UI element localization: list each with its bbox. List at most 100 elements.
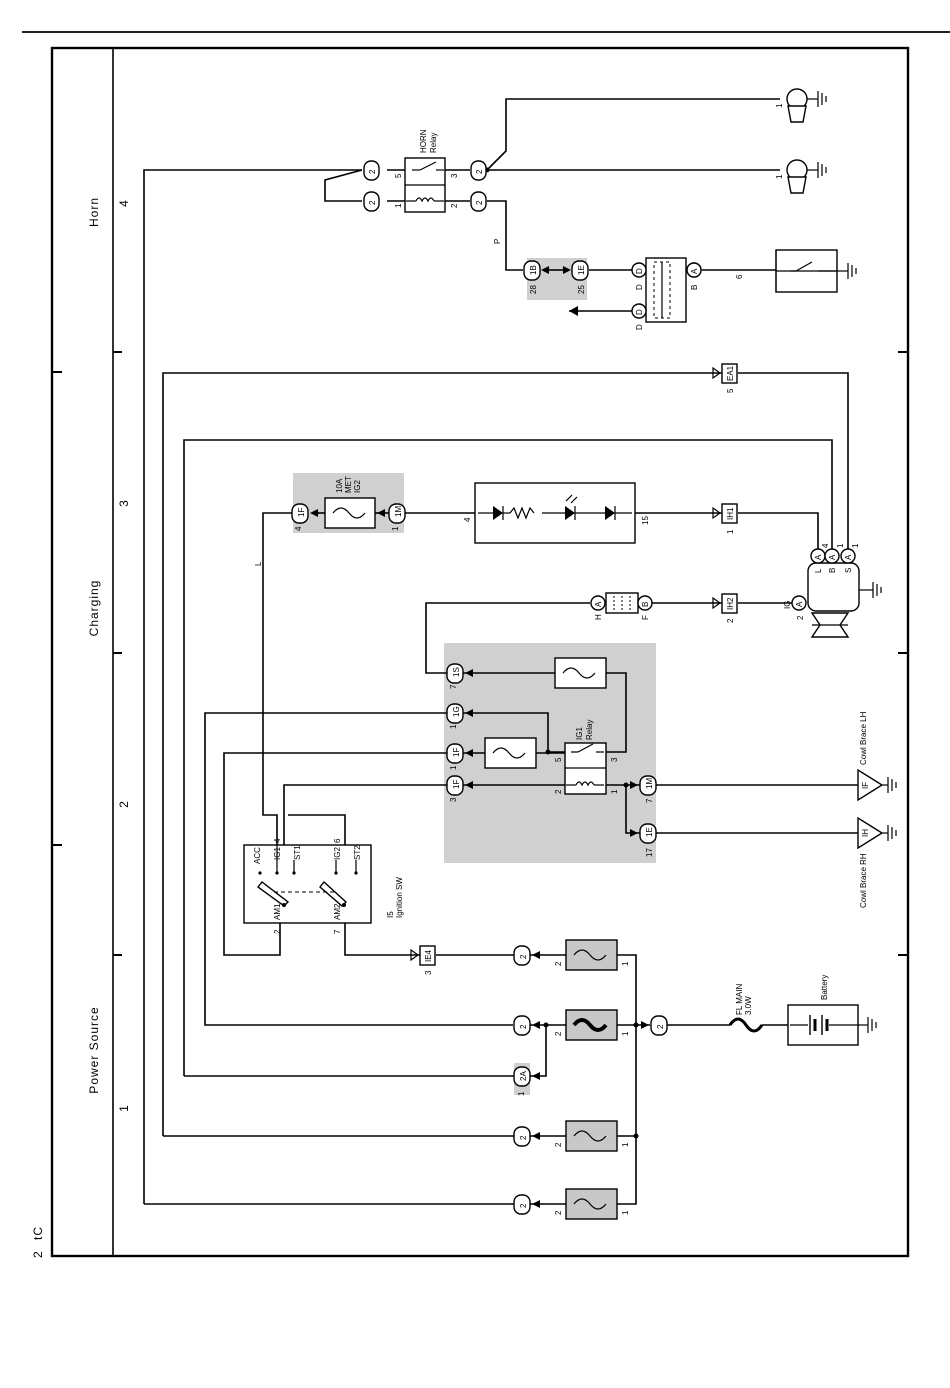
ih2-pin: 2	[726, 618, 735, 623]
conn-ie4: IE4 3	[410, 945, 436, 975]
fl-main-and-battery: 2 FL MAIN 3.0W Battery	[641, 975, 877, 1046]
fl-conn: 2	[656, 1024, 665, 1029]
alt-conn-b: A	[828, 554, 837, 560]
conn-1g: 1G	[452, 706, 461, 717]
conn-1f-a: 1F	[452, 748, 461, 757]
alt-pin1a: 1	[836, 543, 845, 548]
pin-28: 28	[529, 285, 538, 294]
fuse-row-2a: 2A 1	[513, 1066, 540, 1096]
horn-hi-pin: 1	[775, 103, 784, 108]
fuse-row-4: 2 2 1	[513, 1188, 630, 1220]
conn-ih1-label: IH1	[726, 507, 735, 520]
conn-d1: D	[635, 268, 644, 274]
sw-pin2: 2	[273, 929, 282, 934]
fuse3-conn: 2	[519, 1135, 528, 1140]
fuse1-conn: 2	[519, 954, 528, 959]
fuse1-pin1: 1	[621, 961, 630, 966]
sw-ig2: IG2	[333, 847, 342, 860]
ea1-pin: 5	[726, 388, 735, 393]
ground-cowl-lh: IF Cowl Brace LH	[857, 711, 897, 802]
horn-relay-pin1: 1	[394, 203, 403, 208]
ignition-sw-name: Ignition SW	[395, 877, 404, 918]
fuse1-pin2: 2	[554, 961, 563, 966]
cowl-lh-code: IF	[861, 782, 870, 789]
conn-ih2-label: IH2	[726, 597, 735, 610]
horn-lo-icon: 1	[775, 159, 827, 194]
ih1-pin: 1	[726, 529, 735, 534]
alt-term-s: S	[844, 568, 853, 573]
horn-lo-pin: 1	[775, 174, 784, 179]
fuse-row-1: 2 2 1	[513, 939, 630, 971]
horn-relay-sub: Relay	[429, 133, 438, 153]
cowl-rh-code: IH	[861, 829, 870, 837]
wire-color-l: L	[254, 561, 263, 566]
conn-a-horn: A	[690, 268, 699, 274]
wire-color-p: P	[493, 239, 502, 244]
pin-b: B	[690, 285, 699, 290]
conn-h: A	[594, 601, 603, 607]
conn-ih1: IH1 1	[712, 503, 738, 534]
sw-am1: AM1	[273, 903, 282, 920]
conn-label: 2	[475, 169, 484, 174]
term-h: H	[594, 614, 603, 620]
horn-relay: HORN Relay 5 1 3 2	[394, 129, 459, 213]
sw-am2: AM2	[333, 903, 342, 920]
section-title-horn: Horn	[87, 197, 101, 227]
ignition-switch: ACC IG1 ST1 IG2 ST2 4 6 AM1 AM2 2 7 I5 I…	[243, 838, 404, 934]
horn-connectors: 2 2 2 2	[363, 160, 487, 212]
conn-f: B	[641, 602, 650, 607]
met-fuse: 1F 1M 10A MET IG2 4 1	[291, 476, 406, 531]
pin-1f-b: 3	[449, 797, 458, 802]
junction-connectors: 1B 1E 28 25	[523, 260, 589, 294]
fl-main-rating: 3.0W	[744, 996, 753, 1015]
junction-dots	[484, 167, 639, 1139]
alt-pin4: 4	[821, 543, 830, 548]
pin-1e-b: 17	[645, 848, 654, 857]
sw-pin4: 4	[273, 838, 282, 843]
horn-relay-name: HORN	[419, 129, 428, 153]
wires	[143, 98, 858, 1205]
cowl-lh-name: Cowl Brace LH	[859, 711, 868, 765]
lamp-pin4: 4	[463, 517, 472, 522]
ig1-pin2: 2	[554, 789, 563, 794]
alternator: A A A L B S 4 1 1 A IG 2	[783, 543, 882, 638]
fuse4-pin1: 1	[621, 1210, 630, 1215]
pin-1m: 7	[645, 798, 654, 803]
fl-main-name: FL MAIN	[735, 984, 744, 1015]
arrow-left-icon	[569, 306, 578, 316]
page-code: tC	[31, 1226, 45, 1240]
alt-conn-ig: A	[795, 601, 804, 607]
section-num-4: 4	[117, 199, 131, 207]
conn-ea1-label: EA1	[726, 365, 735, 381]
conn-d2: D	[635, 309, 644, 315]
conn-1e: 1E	[577, 265, 586, 275]
conn-1m: 1M	[645, 778, 654, 789]
met-pin1: 1	[391, 526, 400, 531]
section-num-1: 1	[117, 1104, 131, 1112]
met-fuse-sub: IG2	[353, 480, 362, 493]
section-num-2: 2	[117, 800, 131, 808]
conn-1s: 1S	[452, 667, 461, 677]
met-pin4: 4	[294, 526, 303, 531]
horn-relay-pin5: 5	[394, 173, 403, 178]
ground-cowl-rh: IH Cowl Brace RH	[857, 816, 897, 908]
met-fuse-amp: 10A	[335, 478, 344, 493]
charge-warning-module: 4 15	[463, 482, 650, 544]
fuse-row-2: 2 2 1	[513, 1009, 630, 1041]
conn-ie4-label: IE4	[424, 949, 433, 962]
pin-1f-a: 1	[449, 765, 458, 770]
battery-name: Battery	[820, 975, 829, 1000]
fuse4-pin2: 2	[554, 1210, 563, 1215]
ig1-relay-sub: Relay	[585, 720, 594, 740]
fuse2-pin1: 1	[621, 1031, 630, 1036]
alt-conn-s: A	[844, 554, 853, 560]
conn-2a: 2A	[519, 1071, 528, 1081]
met-fuse-name: MET	[344, 476, 353, 493]
alt-pin1b: 1	[851, 543, 860, 548]
conn-1m-met: 1M	[394, 506, 403, 517]
conn-label: 2	[475, 200, 484, 205]
conn-1f-met: 1F	[297, 508, 306, 517]
fuse3-pin1: 1	[621, 1142, 630, 1147]
conn-label: 2	[368, 169, 377, 174]
